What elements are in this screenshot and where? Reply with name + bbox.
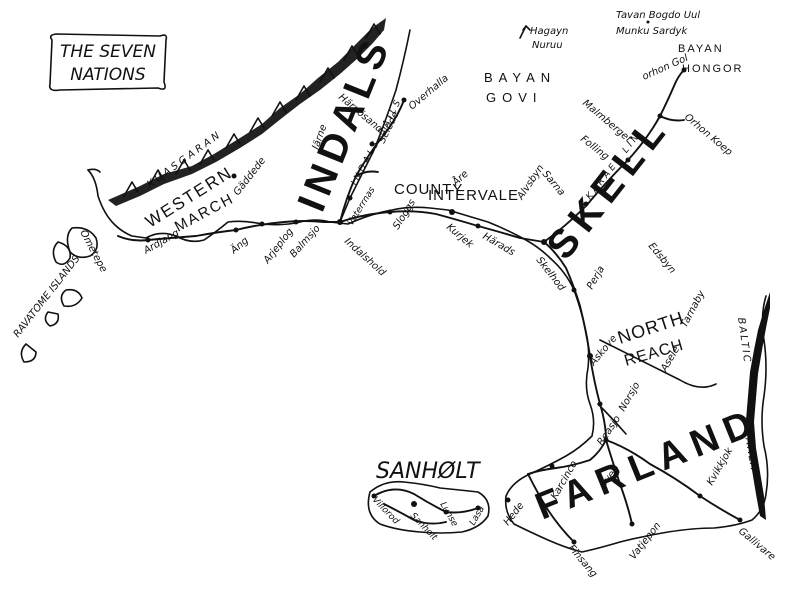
northeast-peaks: Hagayn Nuruu Tavan Bogdo Uul Munku Sardy… bbox=[519, 10, 700, 51]
coastline bbox=[87, 168, 769, 553]
town-tarnaby: Tarnaby bbox=[679, 288, 708, 329]
town-lunse: Lunse bbox=[437, 501, 459, 529]
munku-label: Munku Sardyk bbox=[616, 26, 688, 37]
town-alvsbyn: Alvsbyn bbox=[515, 163, 547, 203]
town-lasa: Lasa bbox=[468, 505, 487, 528]
town-ardjang: Ardjang bbox=[141, 228, 181, 257]
nuruu-label: Nuruu bbox=[532, 40, 563, 51]
baltic-label: BALTIC bbox=[735, 317, 752, 365]
town-gallivare: Gallivare bbox=[736, 526, 777, 563]
town-sarna: Sarna bbox=[540, 169, 567, 198]
town-orhon-koep: Orhon Koep bbox=[682, 112, 734, 158]
region-bayan: BAYAN bbox=[484, 70, 556, 85]
town-ang: Äng bbox=[227, 234, 251, 257]
sanholt-island bbox=[367, 480, 490, 534]
town-balmsjo: Balmsjo bbox=[288, 223, 323, 260]
region-bayan-hongor-2: HONGOR bbox=[682, 63, 744, 75]
title-line-1: THE SEVEN bbox=[60, 42, 156, 62]
town-sloggs: Sloggs bbox=[391, 198, 418, 232]
town-edsbyn: Edsbyn bbox=[646, 241, 678, 276]
title-cartouche: THE SEVEN NATIONS bbox=[48, 33, 168, 92]
town-vatjepon: Vatjepon bbox=[628, 520, 664, 561]
ravatome-islands: RAVATOME ISLANDS Ometepe bbox=[12, 226, 109, 363]
region-bayan-hongor-1: BAYAN bbox=[678, 43, 724, 55]
town-folling: Folling bbox=[578, 134, 611, 163]
region-govi: GOVI bbox=[486, 90, 543, 105]
region-sanholt: SANHØLT bbox=[376, 459, 481, 484]
title-line-2: NATIONS bbox=[70, 65, 146, 85]
region-county: COUNTY bbox=[394, 181, 463, 198]
ravatome-label: RAVATOME ISLANDS bbox=[12, 253, 83, 340]
town-sanholt: Sanholt bbox=[408, 511, 439, 543]
town-norsjo: Norsjo bbox=[617, 380, 642, 413]
town-askove: Askove bbox=[587, 333, 619, 368]
town-overhalla: Overhalla bbox=[407, 73, 451, 112]
town-vaterrnas: Vaterrnas bbox=[346, 185, 378, 227]
tavan-label: Tavan Bogdo Uul bbox=[616, 10, 700, 21]
town-perja: Perja bbox=[585, 264, 607, 291]
hagayn-label: Hagayn bbox=[530, 26, 568, 37]
region-farland: FARLAND bbox=[530, 400, 766, 528]
town-reasjo: Reasjo bbox=[595, 414, 623, 448]
town-gaddede: Gäddede bbox=[232, 155, 269, 197]
town-markers bbox=[145, 67, 743, 545]
town-indalshold: Indalshold bbox=[342, 236, 388, 279]
region-intervale: INTERVALE bbox=[428, 187, 519, 204]
town-kurjek: Kurjek bbox=[444, 222, 476, 251]
town-arjeplog: Arjeplog bbox=[261, 226, 296, 266]
region-labels: INDALS SKELL FARLAND WESTERN MARCH COUNT… bbox=[142, 29, 766, 528]
